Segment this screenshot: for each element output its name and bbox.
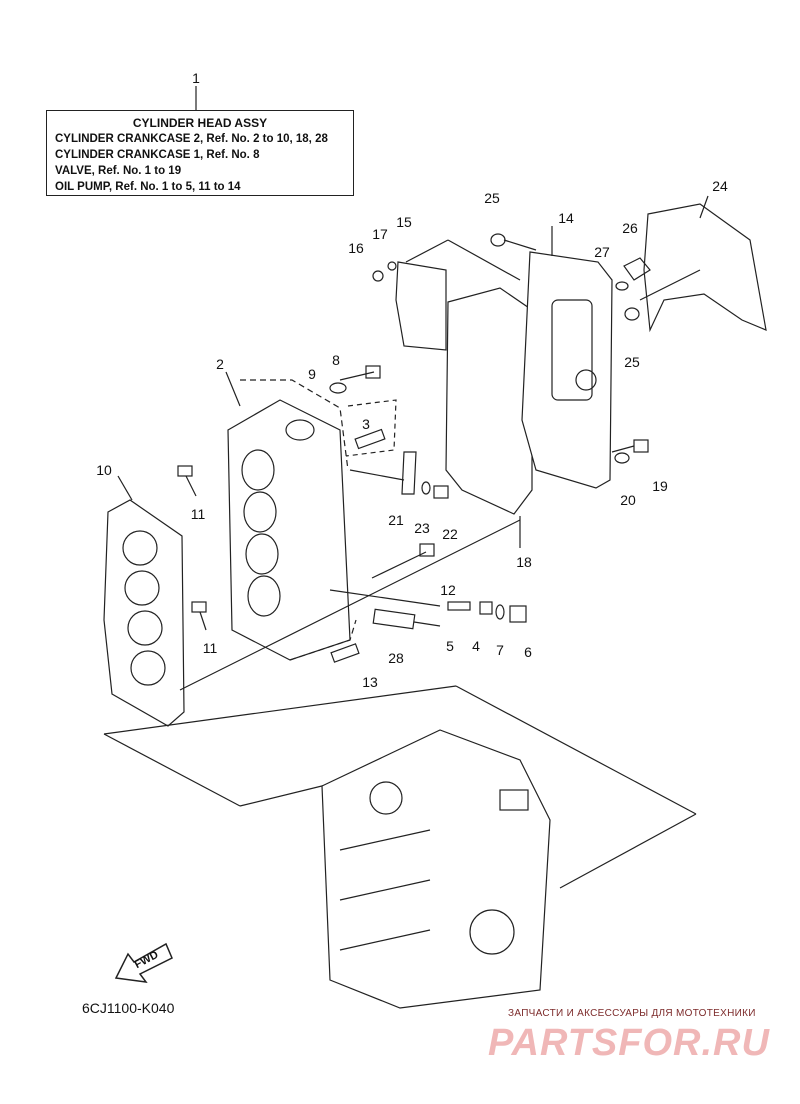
bracket [643,203,767,333]
assembly-line: OIL PUMP, Ref. No. 1 to 5, 11 to 14 [55,181,241,193]
assembly-info-box: CYLINDER HEAD ASSY CYLINDER CRANKCASE 2,… [46,110,354,196]
callout-17: 17 [372,226,388,242]
callout-21: 21 [388,512,404,528]
callout-4: 4 [472,638,480,654]
callout-10: 10 [96,462,112,478]
callout-8: 8 [332,352,340,368]
callout-11a: 11 [190,506,206,522]
oil-pump-cover [521,251,613,489]
crankcase-block [321,729,551,1009]
callout-7: 7 [496,642,504,658]
fwd-arrow-icon [114,942,173,983]
callout-2: 2 [216,356,224,372]
watermark-logo: PARTSFOR.RU [488,1022,770,1064]
assembly-line: CYLINDER CRANKCASE 1, Ref. No. 8 [55,149,260,161]
callout-25a: 25 [484,190,500,206]
callout-22: 22 [442,526,458,542]
callout-3: 3 [362,416,370,432]
head-gasket [103,499,185,727]
callout-16: 16 [348,240,364,256]
assembly-title: CYLINDER HEAD ASSY [132,116,268,130]
cover-gasket [445,287,533,515]
assembly-line: VALVE, Ref. No. 1 to 19 [55,165,182,177]
callout-1: 1 [192,70,200,86]
callout-5: 5 [446,638,454,654]
callout-26: 26 [622,220,638,236]
diagram-code: 6CJ1100-K040 [82,1000,175,1016]
plate [395,261,447,351]
watermark-tagline: ЗАПЧАСТИ И АКСЕССУАРЫ ДЛЯ МОТОТЕХНИКИ [508,1008,756,1019]
callout-11b: 11 [202,640,218,656]
callout-23: 23 [414,520,430,536]
cylinder-head [227,399,351,661]
callout-14: 14 [558,210,574,226]
callout-12: 12 [440,582,456,598]
callout-6: 6 [524,644,532,660]
callout-18: 18 [516,554,532,570]
callout-28: 28 [388,650,404,666]
callout-27: 27 [594,244,610,260]
callout-24: 24 [712,178,728,194]
callout-13: 13 [362,674,378,690]
assembly-line: CYLINDER CRANKCASE 2, Ref. No. 2 to 10, … [55,133,328,145]
callout-20: 20 [620,492,636,508]
callout-15: 15 [396,214,412,230]
callout-25b: 25 [624,354,640,370]
callout-19: 19 [652,478,668,494]
callout-9: 9 [308,366,316,382]
